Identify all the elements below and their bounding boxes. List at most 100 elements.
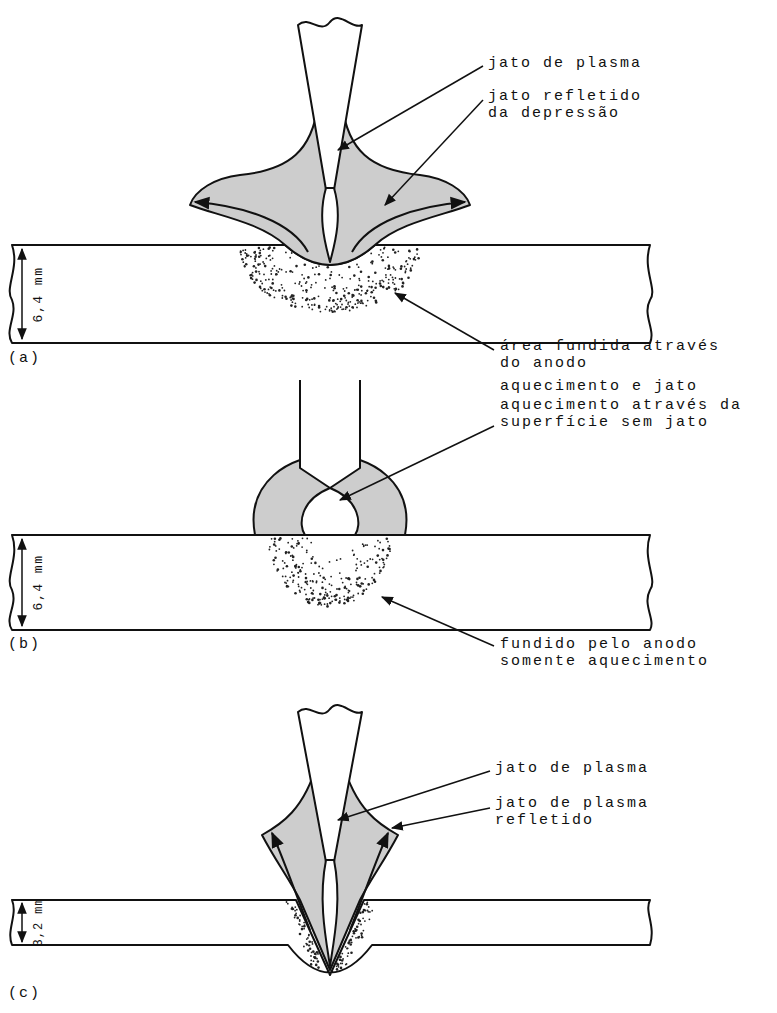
stipple-dot bbox=[348, 941, 351, 944]
stipple-dot bbox=[348, 266, 351, 269]
stipple-dot bbox=[395, 269, 397, 271]
stipple-dot bbox=[374, 287, 377, 290]
stipple-dot bbox=[358, 278, 360, 280]
stipple-dot bbox=[281, 297, 283, 299]
stipple-dot bbox=[308, 602, 311, 605]
stipple-dot bbox=[272, 250, 274, 252]
stipple-dot bbox=[360, 924, 362, 926]
stipple-dot bbox=[352, 596, 354, 598]
stipple-dot bbox=[322, 576, 325, 579]
stipple-dot bbox=[301, 926, 303, 928]
stipple-dot bbox=[349, 278, 351, 280]
stipple-dot bbox=[339, 300, 341, 302]
stipple-dot bbox=[296, 545, 298, 547]
stipple-dot bbox=[386, 538, 389, 541]
callout-label: jato refletido da depressão bbox=[488, 88, 666, 123]
stipple-dot bbox=[263, 263, 265, 265]
stipple-dot bbox=[358, 284, 360, 286]
stipple-dot bbox=[301, 928, 304, 931]
stipple-dot bbox=[294, 917, 296, 919]
stipple-dot bbox=[270, 270, 272, 272]
stipple-dot bbox=[329, 561, 331, 563]
stipple-dot bbox=[380, 249, 382, 251]
stipple-dot bbox=[254, 252, 256, 254]
stipple-dot bbox=[324, 603, 326, 605]
dimension-line bbox=[21, 249, 23, 339]
stipple-dot bbox=[282, 568, 284, 570]
stipple-dot bbox=[381, 256, 383, 258]
callout-label: área fundida através do anodo bbox=[500, 338, 745, 373]
stipple-dot bbox=[400, 265, 403, 268]
stipple-dot bbox=[347, 599, 349, 601]
stipple-dot bbox=[318, 602, 321, 605]
stipple-dot bbox=[360, 300, 363, 303]
stipple-dot bbox=[327, 603, 329, 605]
stipple-dot bbox=[348, 305, 350, 307]
stipple-dot bbox=[363, 544, 365, 546]
stipple-dot bbox=[356, 584, 358, 586]
stipple-dot bbox=[357, 302, 359, 304]
stipple-dot bbox=[348, 292, 351, 295]
stipple-dot bbox=[377, 554, 380, 557]
stipple-dot bbox=[404, 266, 406, 268]
stipple-dot bbox=[294, 592, 297, 595]
stipple-dot bbox=[367, 583, 370, 586]
stipple-dot bbox=[302, 563, 304, 565]
stipple-dot bbox=[322, 598, 324, 600]
stipple-dot bbox=[345, 964, 347, 966]
stipple-dot bbox=[382, 567, 384, 569]
stipple-dot bbox=[321, 587, 324, 590]
stipple-dot bbox=[319, 575, 321, 577]
stipple-dot bbox=[373, 579, 376, 582]
stipple-dot bbox=[355, 929, 357, 931]
stipple-dot bbox=[358, 266, 360, 268]
stipple-dot bbox=[279, 537, 282, 540]
stipple-dot bbox=[361, 302, 363, 304]
stipple-dot bbox=[315, 282, 317, 284]
stipple-dot bbox=[349, 310, 351, 312]
stipple-dot bbox=[270, 259, 272, 261]
stipple-dot bbox=[305, 594, 307, 596]
stipple-dot bbox=[268, 246, 271, 249]
stipple-dot bbox=[291, 545, 294, 548]
callout-label: fundido pelo anodo somente aquecimento bbox=[500, 636, 740, 671]
stipple-dot bbox=[387, 256, 389, 258]
stipple-dot bbox=[310, 580, 312, 582]
stipple-dot bbox=[318, 566, 320, 568]
stipple-dot bbox=[340, 306, 342, 308]
stipple-dot bbox=[294, 906, 296, 908]
stipple-dot bbox=[292, 559, 294, 561]
stipple-dot bbox=[297, 572, 299, 574]
stipple-dot bbox=[250, 256, 252, 258]
stipple-dot bbox=[349, 943, 352, 946]
stipple-dot bbox=[344, 599, 346, 601]
stipple-dot bbox=[281, 284, 283, 286]
stipple-dot bbox=[399, 278, 401, 280]
callout-label: aquecimento através da superfície sem ja… bbox=[500, 397, 765, 432]
stipple-dot bbox=[352, 307, 354, 309]
stipple-dot bbox=[392, 266, 394, 268]
stipple-dot bbox=[272, 279, 274, 281]
stipple-dot bbox=[303, 922, 305, 924]
stipple-dot bbox=[309, 944, 311, 946]
stipple-dot bbox=[258, 271, 260, 273]
stipple-dot bbox=[299, 590, 301, 592]
stipple-dot bbox=[318, 572, 320, 574]
stipple-dot bbox=[307, 276, 310, 279]
stipple-dot bbox=[281, 287, 283, 289]
stipple-dot bbox=[411, 265, 413, 267]
stipple-dot bbox=[274, 297, 276, 299]
stipple-dot bbox=[331, 600, 333, 602]
stipple-dot bbox=[315, 964, 318, 967]
stipple-dot bbox=[292, 295, 295, 298]
stipple-dot bbox=[365, 305, 367, 307]
stipple-dot bbox=[382, 259, 385, 262]
stipple-dot bbox=[270, 287, 273, 290]
stipple-dot bbox=[398, 288, 400, 290]
stipple-dot bbox=[352, 935, 354, 937]
stipple-dot bbox=[353, 600, 355, 602]
stipple-dot bbox=[244, 265, 246, 267]
stipple-dot bbox=[379, 559, 381, 561]
stipple-dot bbox=[341, 578, 343, 580]
stipple-dot bbox=[366, 290, 368, 292]
